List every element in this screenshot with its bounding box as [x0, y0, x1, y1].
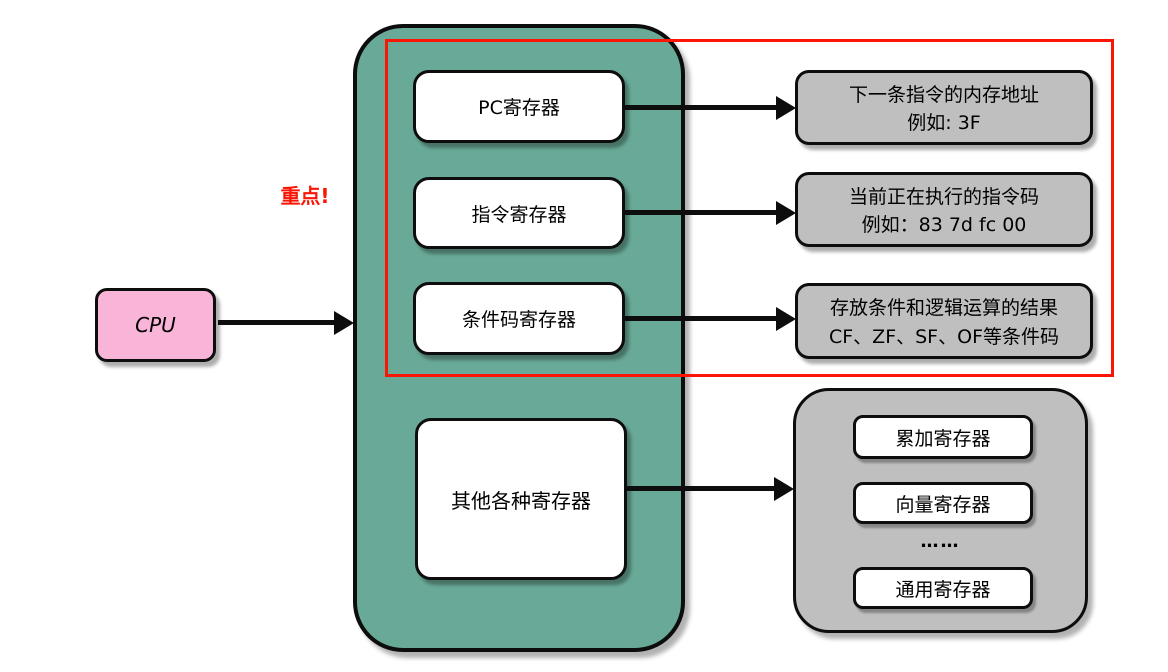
register-node-instruction: 指令寄存器 — [413, 177, 625, 249]
ellipsis-text: …… — [920, 531, 961, 552]
other-registers-container: 累加寄存器 向量寄存器 …… 通用寄存器 — [793, 388, 1088, 633]
emphasis-label: 重点! — [280, 184, 330, 208]
register-node-pc: PC寄存器 — [413, 70, 625, 143]
desc-pc-line2: 例如: 3F — [907, 112, 981, 135]
emphasis-frame — [385, 39, 1114, 377]
cpu-node: CPU — [95, 288, 216, 362]
other-register-accumulator: 累加寄存器 — [853, 415, 1033, 459]
arrowhead-icon — [776, 306, 796, 331]
arrowhead-icon — [334, 310, 354, 335]
arrow-instruction-to-desc — [625, 200, 796, 225]
other-register-general-label: 通用寄存器 — [895, 578, 991, 601]
desc-pc-line1: 下一条指令的内存地址 — [848, 83, 1039, 106]
register-node-others: 其他各种寄存器 — [415, 418, 627, 580]
arrow-pc-to-desc — [625, 95, 796, 120]
cpu-label: CPU — [135, 313, 176, 337]
other-register-vector-label: 向量寄存器 — [895, 493, 991, 516]
other-register-accumulator-label: 累加寄存器 — [895, 427, 991, 450]
desc-node-instruction: 当前正在执行的指令码 例如：83 7d fc 00 — [795, 172, 1093, 247]
arrowhead-icon — [774, 476, 794, 501]
other-register-general: 通用寄存器 — [853, 567, 1033, 609]
register-label-others: 其他各种寄存器 — [451, 488, 591, 513]
arrow-others-to-list — [627, 476, 794, 501]
register-label-condition-code: 条件码寄存器 — [461, 309, 576, 331]
register-node-condition-code: 条件码寄存器 — [413, 282, 625, 355]
desc-condition-line2: CF、ZF、SF、OF等条件码 — [828, 326, 1059, 348]
desc-condition-line1: 存放条件和逻辑运算的结果 — [829, 297, 1058, 319]
arrowhead-icon — [776, 200, 796, 225]
desc-instruction-line1: 当前正在执行的指令码 — [848, 185, 1039, 208]
desc-instruction-line2: 例如：83 7d fc 00 — [861, 214, 1027, 237]
other-register-vector: 向量寄存器 — [853, 482, 1033, 524]
register-label-instruction: 指令寄存器 — [471, 203, 567, 226]
arrow-cpu-to-registers — [218, 310, 354, 335]
arrowhead-icon — [776, 95, 796, 120]
arrow-condition-to-desc — [625, 306, 796, 331]
register-label-pc: PC寄存器 — [478, 97, 560, 119]
desc-node-condition-code: 存放条件和逻辑运算的结果 CF、ZF、SF、OF等条件码 — [795, 283, 1093, 359]
desc-node-pc: 下一条指令的内存地址 例如: 3F — [795, 70, 1093, 145]
